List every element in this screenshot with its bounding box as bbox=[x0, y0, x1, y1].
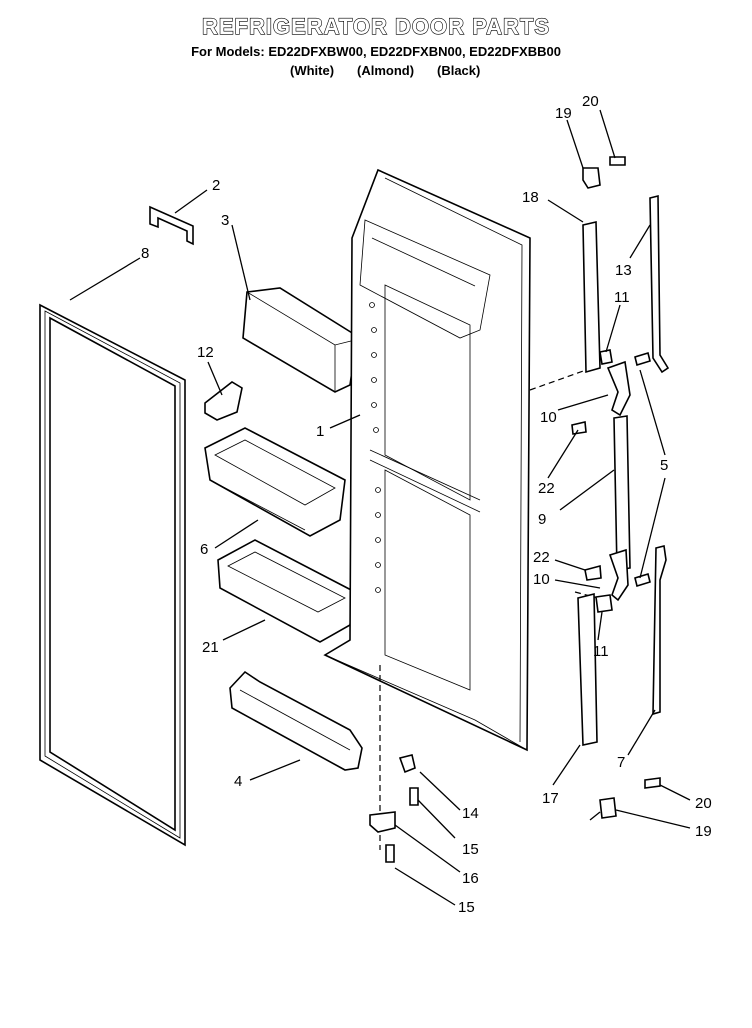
trim-strip-right-lower bbox=[652, 545, 667, 716]
trim-middle bbox=[613, 415, 631, 571]
bottom-hinge-stop bbox=[599, 777, 661, 819]
color-almond: (Almond) bbox=[357, 63, 415, 78]
diagram-title: REFRIGERATOR DOOR PARTS bbox=[201, 13, 551, 39]
callout-10-upper: 10 bbox=[540, 409, 557, 426]
callout-2: 2 bbox=[212, 177, 220, 194]
callout-8: 8 bbox=[141, 245, 149, 262]
callout-13: 13 bbox=[615, 262, 632, 279]
callout-17: 17 bbox=[542, 790, 559, 807]
callout-1: 1 bbox=[316, 423, 324, 440]
bottom-shelf bbox=[229, 670, 363, 771]
callout-22-lower: 22 bbox=[533, 549, 550, 566]
callout-19-top: 19 bbox=[555, 105, 572, 122]
top-hinge-stop bbox=[582, 156, 626, 189]
liner-holes bbox=[369, 302, 381, 593]
callout-12: 12 bbox=[197, 344, 214, 361]
callout-15-lower: 15 bbox=[458, 899, 475, 916]
upper-hinge-group bbox=[571, 349, 651, 435]
trim-strip-right bbox=[649, 194, 670, 374]
callout-20-top: 20 bbox=[582, 93, 599, 110]
callout-6: 6 bbox=[200, 541, 208, 558]
lower-hinge-group bbox=[584, 548, 651, 613]
callout-9: 9 bbox=[538, 511, 546, 528]
callout-18: 18 bbox=[522, 189, 539, 206]
callout-5: 5 bbox=[660, 457, 668, 474]
trim-lower bbox=[577, 592, 598, 746]
assembly-line-mid bbox=[574, 591, 599, 599]
leader-lines bbox=[69, 109, 691, 906]
callout-14: 14 bbox=[462, 805, 479, 822]
callout-10-lower: 10 bbox=[533, 571, 550, 588]
dairy-door bbox=[242, 287, 358, 393]
door-bin-upper bbox=[204, 427, 346, 537]
callout-16: 16 bbox=[462, 870, 479, 887]
callout-21: 21 bbox=[202, 639, 219, 656]
callout-7: 7 bbox=[617, 754, 625, 771]
callout-3: 3 bbox=[221, 212, 229, 229]
callout-19-bottom: 19 bbox=[695, 823, 712, 840]
trim-top bbox=[582, 221, 601, 374]
color-white: (White) bbox=[290, 63, 335, 78]
small-bracket bbox=[204, 381, 243, 421]
color-black: (Black) bbox=[437, 63, 481, 78]
door-liner bbox=[323, 168, 531, 752]
callout-11-lower: 11 bbox=[593, 643, 609, 660]
callout-4: 4 bbox=[234, 773, 242, 790]
models-line: For Models: ED22DFXBW00, ED22DFXBN00, ED… bbox=[191, 44, 561, 59]
door-gasket bbox=[39, 303, 186, 847]
door-bin-lower bbox=[217, 539, 356, 643]
callout-20-bottom: 20 bbox=[695, 795, 712, 812]
bracket-clip bbox=[149, 205, 194, 246]
callout-11-upper: 11 bbox=[614, 289, 630, 306]
callout-22-upper: 22 bbox=[538, 480, 555, 497]
callout-labels: 2 3 8 12 1 6 21 4 19 20 18 13 11 10 22 5… bbox=[141, 93, 712, 916]
callout-15-upper: 15 bbox=[462, 841, 479, 858]
bottom-hinge-parts bbox=[369, 754, 419, 863]
